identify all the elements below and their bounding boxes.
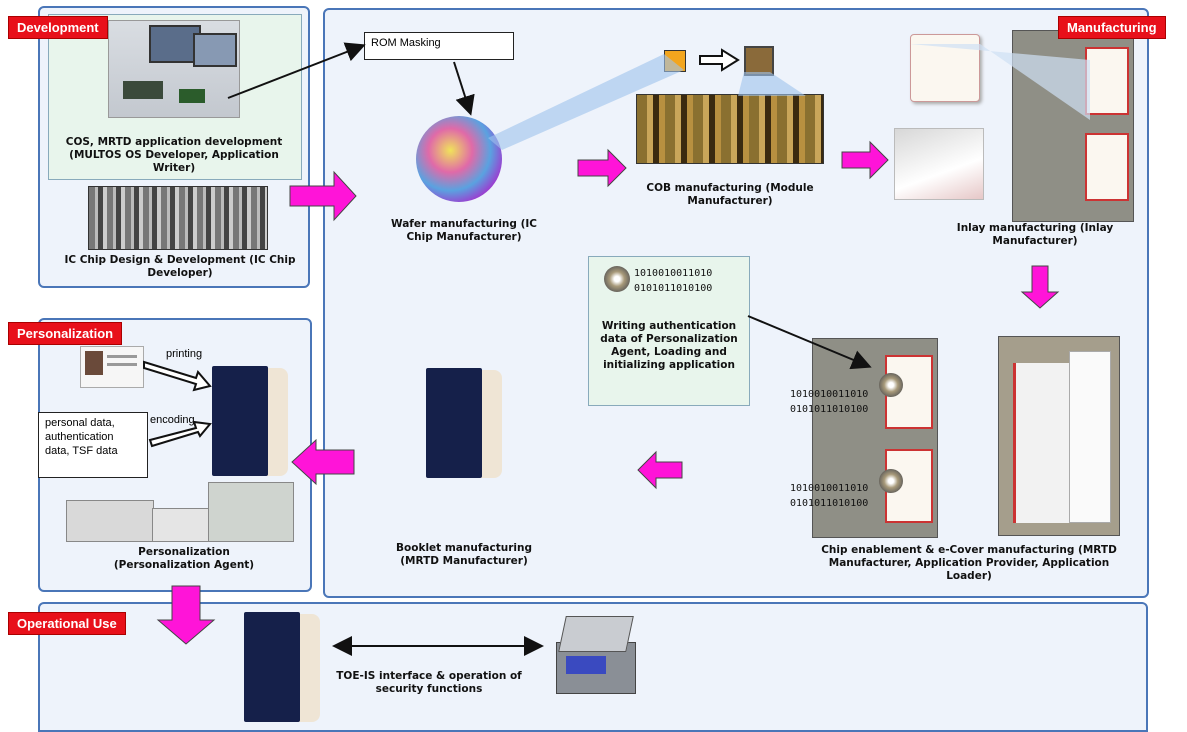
operational-passport-image bbox=[244, 612, 320, 724]
cos-development-caption: COS, MRTD application development (MULTO… bbox=[65, 136, 283, 174]
cob-caption: COB manufacturing (Module Manufacturer) bbox=[646, 182, 814, 207]
wafer-chip-projection bbox=[488, 54, 684, 150]
ic-chip-image bbox=[88, 186, 268, 250]
chip-enablement-sheet-image bbox=[812, 338, 938, 538]
arrow-chip-to-booklet bbox=[637, 450, 683, 490]
printing-label: printing bbox=[166, 348, 203, 360]
personal-data-box: personal data, authentication data, TSF … bbox=[38, 412, 148, 478]
ecover-image bbox=[998, 336, 1120, 536]
binary-bottom-2: 0101011010100 bbox=[790, 498, 869, 509]
cob-strip-image bbox=[636, 94, 824, 164]
wafer-image bbox=[416, 116, 502, 202]
inlay-projection bbox=[910, 44, 1090, 120]
arrow-rom-to-wafer bbox=[453, 61, 475, 116]
arrow-personalization-to-operational bbox=[156, 585, 216, 645]
hollow-arrow-printing bbox=[143, 360, 212, 392]
hollow-arrow-encoding bbox=[148, 420, 212, 448]
hollow-arrow-chip-to-module bbox=[699, 48, 740, 72]
ic-chip-caption: IC Chip Design & Development (IC Chip De… bbox=[64, 254, 296, 279]
phase-tag-development: Development bbox=[8, 16, 108, 39]
booklet-caption: Booklet manufacturing (MRTD Manufacturer… bbox=[396, 542, 532, 567]
operational-caption: TOE-IS interface & operation of security… bbox=[336, 670, 522, 695]
phase-tag-manufacturing: Manufacturing bbox=[1058, 16, 1166, 39]
arrow-booklet-to-personalization bbox=[291, 438, 355, 486]
binary-bottom-1: 1010010011010 bbox=[790, 483, 869, 494]
cob-chip-projection bbox=[738, 72, 806, 96]
binary-top-2: 0101011010100 bbox=[790, 404, 869, 415]
arrow-writing-to-chip bbox=[747, 315, 872, 370]
arrow-wafer-to-cob bbox=[577, 148, 627, 188]
rom-masking-box: ROM Masking bbox=[364, 32, 514, 60]
arrow-cos-to-rom bbox=[227, 42, 366, 99]
arrow-inlay-to-chip bbox=[1020, 265, 1060, 309]
phase-tag-operational-use: Operational Use bbox=[8, 612, 126, 635]
booklet-passport-image bbox=[426, 368, 502, 480]
chip-enablement-caption: Chip enablement & e-Cover manufacturing … bbox=[821, 544, 1117, 582]
id-card-image bbox=[80, 346, 144, 388]
inspection-system-image bbox=[552, 612, 636, 694]
arrow-development-to-wafer bbox=[289, 170, 357, 222]
inlay-layers-image bbox=[894, 128, 984, 200]
binary-line-1: 1010010011010 bbox=[634, 268, 713, 279]
binary-line-2: 0101011010100 bbox=[634, 283, 713, 294]
phase-tag-personalization: Personalization bbox=[8, 322, 123, 345]
development-workstation-image bbox=[108, 20, 240, 118]
wafer-caption: Wafer manufacturing (IC Chip Manufacture… bbox=[390, 218, 537, 243]
arrow-cob-to-inlay bbox=[841, 140, 889, 180]
encoding-label: encoding bbox=[150, 414, 195, 426]
inlay-caption: Inlay manufacturing (Inlay Manufacturer) bbox=[956, 222, 1114, 247]
personalization-machine-image bbox=[66, 480, 294, 542]
chip-module-icon bbox=[604, 266, 630, 292]
writing-auth-caption: Writing authentication data of Personali… bbox=[600, 320, 738, 371]
binary-top-1: 1010010011010 bbox=[790, 389, 869, 400]
personalization-caption: Personalization (Personalization Agent) bbox=[113, 546, 255, 571]
personalization-passport-image bbox=[212, 366, 288, 478]
